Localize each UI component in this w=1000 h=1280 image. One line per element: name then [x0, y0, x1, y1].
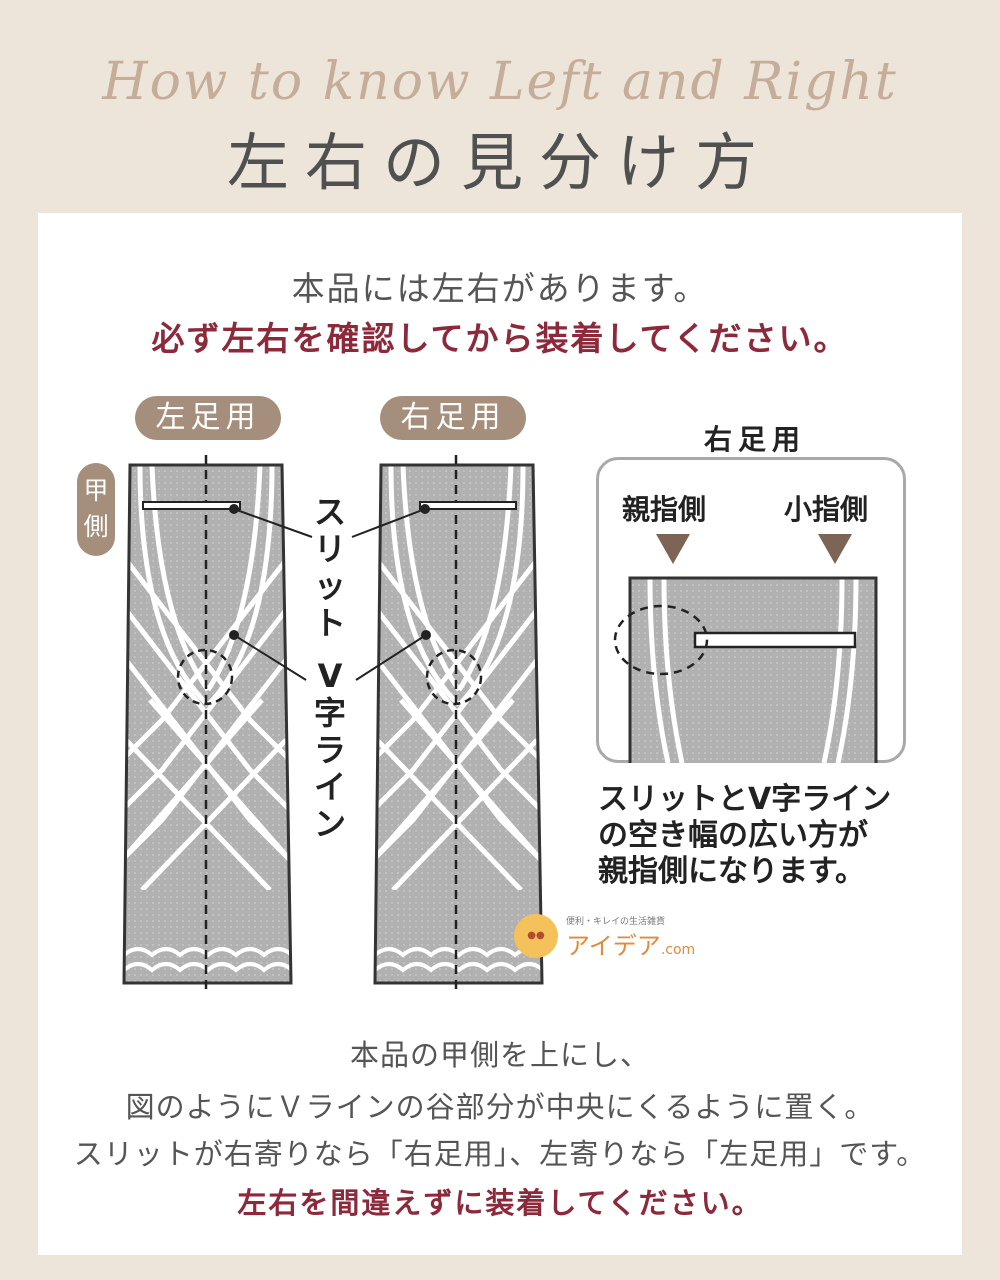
brand-logo: ●● 便利・キレイの生活雑貨 アイデア.com: [514, 912, 714, 962]
left-foot-label: 左足用: [135, 396, 281, 440]
left-v-circle: [176, 648, 234, 706]
slit-char: ッ: [313, 567, 346, 605]
vline-char: 字: [313, 694, 346, 732]
slit-label: ス リ ッ ト: [308, 494, 352, 642]
logo-name: アイデア.com: [566, 926, 695, 961]
detail-slit: [693, 631, 857, 649]
vline-char: ラ: [313, 731, 346, 769]
detail-title: 右足用: [703, 423, 806, 456]
right-slit-leader: [351, 508, 426, 538]
left-sock-outline: [122, 463, 293, 985]
explanation-line: の空き幅の広い方が: [598, 818, 868, 853]
explanation-line: スリットとV字ライン: [598, 782, 892, 817]
detail-fabric: [630, 578, 876, 763]
right-v-circle: [425, 648, 483, 706]
right-slit: [419, 501, 517, 510]
intro-text: 本品には左右があります。: [291, 269, 709, 308]
left-vline-leader: [233, 634, 307, 681]
right-foot-label: 右足用: [380, 396, 526, 440]
instruction-line-2: 図のようにＶラインの谷部分が中央にくるように置く。: [125, 1090, 875, 1124]
instruction-line-1: 本品の甲側を上にし、: [349, 1038, 650, 1072]
detail-explanation: スリットとV字ライン の空き幅の広い方が 親指側になります。: [598, 782, 938, 890]
slit-char: リ: [313, 530, 346, 568]
detail-gap-circle: [613, 604, 709, 676]
script-title: How to know Left and Right: [102, 52, 898, 112]
slit-char: ト: [313, 604, 346, 642]
logo-name-text: アイデア: [566, 932, 661, 960]
vline-char: ン: [313, 805, 346, 843]
logo-suffix: .com: [660, 942, 696, 958]
explanation-line: 親指側になります。: [598, 854, 865, 889]
detail-outline: [628, 576, 878, 763]
logo-tagline: 便利・キレイの生活雑貨: [566, 917, 666, 927]
thumb-side-label: 親指側: [622, 493, 707, 526]
left-slit-leader: [233, 508, 313, 538]
slit-char: ス: [313, 493, 346, 531]
warning-text: 必ず左右を確認してから装着してください。: [151, 319, 849, 358]
thumb-arrow-icon: [656, 534, 690, 564]
instep-side-tab: 甲 側: [77, 463, 115, 556]
right-vline-leader: [355, 634, 427, 681]
vline-char: V: [317, 657, 343, 695]
instep-char-1: 甲: [83, 476, 109, 505]
page-title: 左右の見分け方: [226, 126, 773, 199]
right-sock-outline: [373, 463, 544, 985]
pinky-arrow-icon: [818, 534, 852, 564]
pinky-side-label: 小指側: [784, 493, 869, 526]
left-slit: [142, 501, 241, 510]
logo-mascot-icon: ●●: [514, 914, 558, 958]
closing-warning: 左右を間違えずに装着してください。: [237, 1186, 763, 1220]
vline-char: イ: [313, 768, 346, 806]
vline-label: V 字 ラ イ ン: [308, 658, 352, 843]
instep-char-2: 側: [83, 512, 109, 541]
instruction-line-3: スリットが右寄りなら「右足用」、左寄りなら「左足用」です。: [73, 1137, 927, 1171]
